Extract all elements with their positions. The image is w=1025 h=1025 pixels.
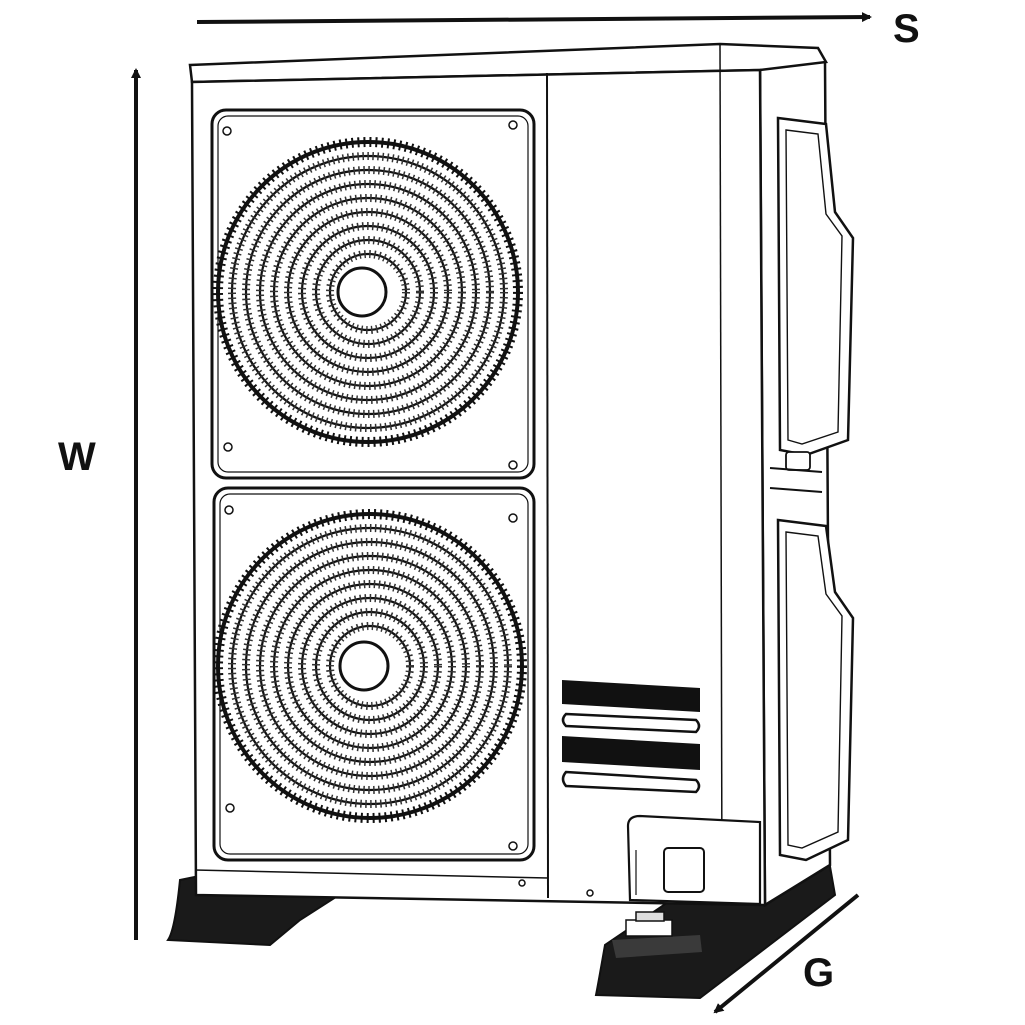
width-arrow [196,12,872,24]
lower-fan-hub [338,640,390,692]
outdoor-unit-body [188,42,855,908]
depth-label: G [803,951,834,995]
height-dimension: W [58,68,141,940]
upper-fan-hub [336,266,388,318]
lower-handle [776,518,855,862]
upper-fan [210,108,536,480]
width-dimension: S [196,7,920,51]
service-panel [626,814,762,906]
depth-dimension: G [713,893,860,1014]
height-label: W [58,435,96,479]
side-handles [769,116,855,862]
depth-arrow [713,893,860,1014]
lower-fan [212,486,536,862]
vent-louvers [561,680,701,794]
upper-handle [776,116,855,457]
width-label: S [893,7,920,51]
